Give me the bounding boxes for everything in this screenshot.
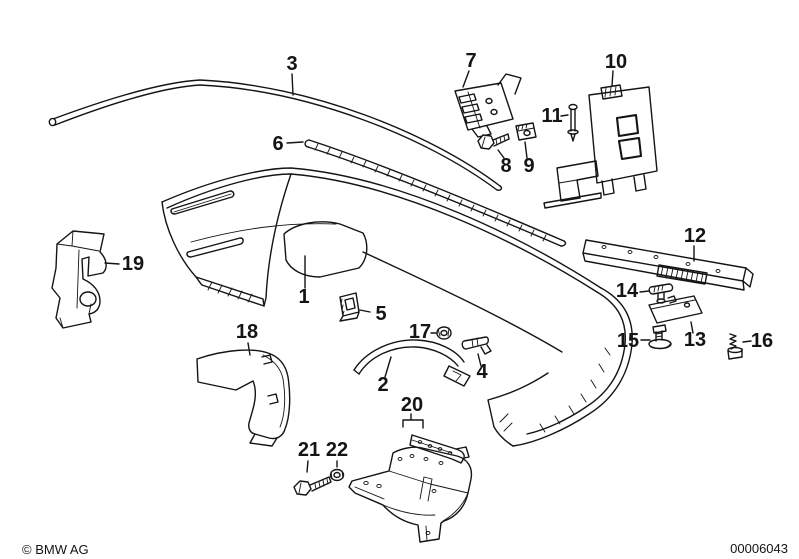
callout-17: 17 <box>409 321 431 343</box>
part-1-bumper-drawing <box>161 167 633 447</box>
callout-4: 4 <box>476 361 488 383</box>
callout-7: 7 <box>465 50 476 72</box>
callout-3: 3 <box>286 53 297 75</box>
callout-9: 9 <box>523 155 534 177</box>
callout-13: 13 <box>684 329 706 351</box>
callout-12: 12 <box>684 225 706 247</box>
part-15-rivet-drawing <box>648 324 672 350</box>
part-21-bolt-drawing <box>293 476 332 496</box>
callout-labels: 1 2 3 4 5 6 7 8 9 10 11 12 13 14 15 16 1… <box>122 50 773 461</box>
callout-21: 21 <box>298 439 320 461</box>
part-5-clip-drawing <box>339 292 360 322</box>
copyright-text: © BMW AG <box>22 542 89 557</box>
part-22-nut-drawing <box>329 468 345 482</box>
callout-1: 1 <box>298 286 309 308</box>
callout-16: 16 <box>751 330 773 352</box>
callout-10: 10 <box>605 51 627 73</box>
callout-8: 8 <box>500 155 511 177</box>
part-12-trim-panel-drawing <box>582 239 754 291</box>
callout-14: 14 <box>616 280 639 302</box>
leader-lines <box>104 70 752 473</box>
part-7-bracket-drawing <box>454 73 522 138</box>
callout-18: 18 <box>236 321 258 343</box>
part-16-screw-drawing <box>727 333 743 360</box>
document-number: 00006043 <box>730 541 788 556</box>
part-10-support-drawing <box>543 84 658 209</box>
part-4-clip-drawing <box>461 336 492 355</box>
part-8-screw-drawing <box>477 133 510 150</box>
part-6-rub-strip-drawing <box>304 139 567 247</box>
callout-22: 22 <box>326 439 348 461</box>
callout-6: 6 <box>272 133 283 155</box>
part-2-arch-strip-drawing <box>353 339 471 387</box>
callout-20: 20 <box>401 394 423 416</box>
part-11-pin-drawing <box>567 103 579 142</box>
callout-19: 19 <box>122 253 144 275</box>
part-20-bracket-drawing <box>348 434 473 543</box>
part-18-corner-cover-drawing <box>196 349 291 447</box>
part-14-clip-drawing <box>648 283 674 304</box>
part-17-nut-drawing <box>436 326 452 340</box>
part-9-clip-nut-drawing <box>515 122 537 141</box>
part-13-plate-drawing <box>648 295 703 324</box>
callout-15: 15 <box>617 330 639 352</box>
callout-5: 5 <box>375 303 386 325</box>
part-19-bracket-drawing <box>51 230 107 329</box>
callout-11: 11 <box>541 105 562 127</box>
callout-2: 2 <box>377 374 388 396</box>
part-3-upper-strip-drawing <box>48 79 503 191</box>
